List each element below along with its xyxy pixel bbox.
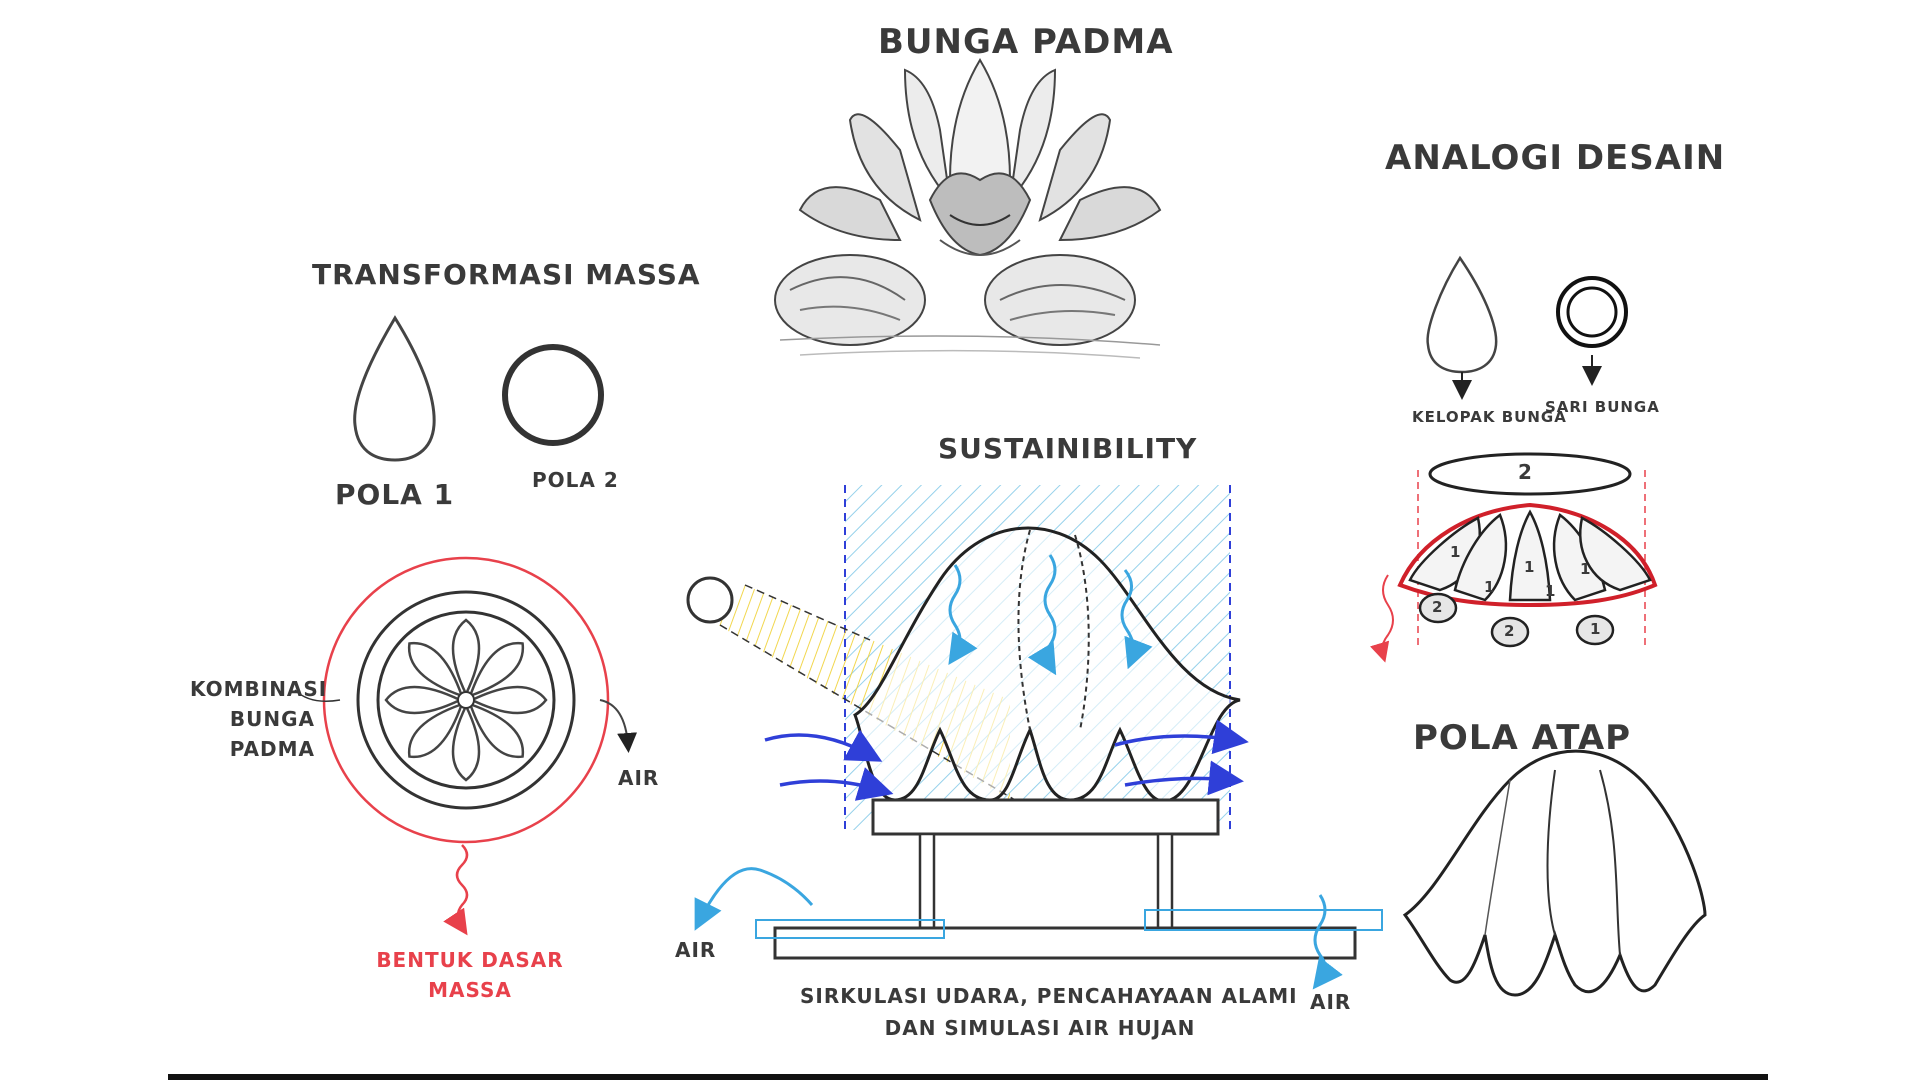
small-number-2a: 2	[1432, 598, 1444, 616]
small-number-1f: 1	[1590, 620, 1602, 638]
bentuk-dasar-line-1: BENTUK DASAR	[376, 948, 564, 972]
kombinasi-line-2: BUNGA	[229, 707, 315, 731]
label-kelopak-bunga: KELOPAK BUNGA	[1412, 408, 1567, 426]
pola-1-teardrop	[353, 315, 436, 462]
petal-number-1d: 1	[1545, 582, 1557, 600]
kombinasi-plan-circle	[294, 556, 638, 936]
sustainibility-section	[686, 485, 1383, 990]
pola-2-ring	[502, 344, 604, 446]
label-air-right: AIR	[1310, 990, 1352, 1014]
label-pola-1: POLA 1	[335, 478, 455, 511]
title-analogi-desain: ANALOGI DESAIN	[1385, 138, 1726, 178]
title-sustainibility: SUSTAINIBILITY	[938, 432, 1198, 465]
caption-sustainibility: SIRKULASI UDARA, PENCAHAYAAN ALAMI DAN S…	[800, 980, 1298, 1044]
label-sari-bunga: SARI BUNGA	[1545, 398, 1660, 416]
lotus-flower-sketch	[774, 58, 1162, 359]
title-transformasi-massa: TRANSFORMASI MASSA	[312, 258, 701, 291]
petal-number-1c: 1	[1524, 558, 1536, 576]
bentuk-dasar-line-2: MASSA	[428, 978, 512, 1002]
kombinasi-line-3: PADMA	[229, 737, 315, 761]
kombinasi-line-1: KOMBINASI	[190, 677, 328, 701]
title-bunga-padma: BUNGA PADMA	[878, 22, 1174, 62]
bottom-rule	[168, 1074, 1768, 1080]
caption-line-2: DAN SIMULASI AIR HUJAN	[884, 1016, 1196, 1040]
label-bentuk-dasar-massa: BENTUK DASAR MASSA	[370, 945, 570, 1005]
petal-number-1a: 1	[1450, 543, 1462, 561]
label-pola-2: POLA 2	[532, 468, 619, 492]
analogi-desain-diagram	[1369, 255, 1658, 663]
caption-line-1: SIRKULASI UDARA, PENCAHAYAAN ALAMI	[800, 984, 1298, 1008]
petal-number-1e: 1	[1580, 560, 1592, 578]
title-pola-atap: POLA ATAP	[1413, 718, 1632, 758]
label-air-left: AIR	[675, 938, 717, 962]
label-kombinasi-bunga-padma: KOMBINASI BUNGA PADMA	[190, 674, 328, 764]
label-air-plan: AIR	[618, 766, 660, 790]
pola-atap-drawing	[1402, 749, 1707, 997]
number-2-top: 2	[1518, 460, 1533, 484]
petal-number-1b: 1	[1484, 578, 1496, 596]
small-number-2b: 2	[1504, 622, 1516, 640]
